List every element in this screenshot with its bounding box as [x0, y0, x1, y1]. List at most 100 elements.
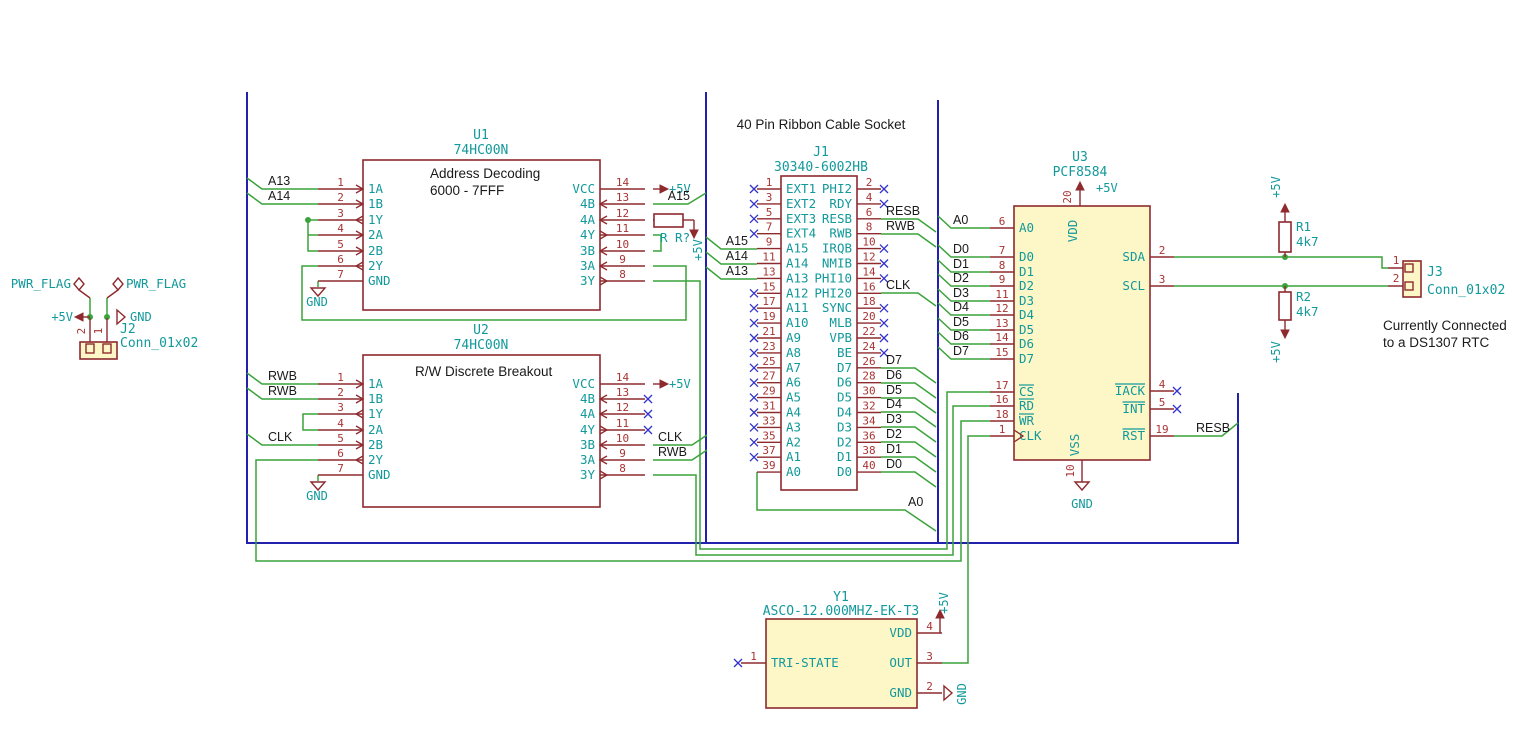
power-symbol-5v[interactable]: +5V [653, 377, 691, 391]
net-label[interactable]: D1 [886, 442, 902, 456]
wire[interactable] [255, 420, 990, 562]
wire[interactable] [881, 382, 937, 399]
net-label[interactable]: D4 [886, 397, 902, 411]
net-label[interactable]: A14 [726, 249, 748, 263]
wire[interactable] [881, 426, 937, 443]
wire[interactable] [756, 472, 937, 532]
wire[interactable] [942, 435, 990, 664]
wire[interactable] [653, 449, 708, 461]
net-label[interactable]: A13 [268, 174, 290, 188]
wire[interactable] [705, 251, 757, 265]
net-label[interactable]: A14 [268, 189, 290, 203]
wire[interactable] [301, 265, 687, 321]
net-label[interactable]: D2 [953, 271, 969, 285]
net-label[interactable]: D1 [953, 257, 969, 271]
wire[interactable] [937, 331, 990, 345]
net-label[interactable]: D2 [886, 427, 902, 441]
net-label[interactable]: D3 [886, 412, 902, 426]
net-label[interactable]: CLK [658, 430, 683, 444]
wire[interactable] [881, 218, 937, 233]
net-label[interactable]: RWB [886, 219, 915, 233]
wire[interactable] [246, 192, 318, 205]
power-symbol-gnd[interactable]: GND [116, 308, 152, 326]
wire[interactable] [246, 177, 318, 190]
net-label[interactable]: D0 [953, 242, 969, 256]
net-label[interactable]: D6 [886, 368, 902, 382]
wire[interactable] [1174, 422, 1239, 437]
net-label[interactable]: CLK [268, 430, 293, 444]
power-symbol-5v[interactable]: +5V [51, 310, 90, 324]
net-label[interactable]: D0 [886, 457, 902, 471]
wire[interactable] [653, 434, 708, 446]
wire[interactable] [937, 259, 990, 273]
wire[interactable] [653, 405, 990, 556]
power-symbol-5v[interactable]: +5V [935, 592, 951, 628]
wire[interactable] [937, 317, 990, 331]
power-flag[interactable]: PWR_FLAG [106, 276, 186, 299]
net-label[interactable]: RWB [268, 369, 297, 383]
net-label[interactable]: A0 [953, 213, 968, 227]
power-symbol-gnd[interactable]: GND [943, 683, 969, 705]
power-symbol-gnd[interactable]: GND [306, 481, 328, 503]
wire[interactable] [881, 456, 937, 473]
wire[interactable] [1174, 256, 1388, 269]
wire[interactable] [881, 471, 937, 488]
power-symbol-5v[interactable]: +5V [1075, 180, 1118, 200]
power-symbol-5v[interactable]: +5V [689, 220, 705, 261]
pin-number: 13 [616, 191, 629, 204]
net-label[interactable]: D7 [886, 353, 902, 367]
wire[interactable] [937, 288, 990, 302]
wire[interactable] [246, 372, 318, 385]
wire[interactable] [881, 441, 937, 458]
wire[interactable] [937, 244, 990, 258]
wire[interactable] [302, 413, 318, 431]
wire[interactable] [653, 192, 707, 205]
net-label[interactable]: A13 [726, 264, 748, 278]
resistor-R?[interactable]: R R? [653, 213, 694, 245]
power-symbol-gnd[interactable]: GND [306, 287, 328, 309]
wire[interactable] [653, 234, 662, 252]
net-label[interactable]: RWB [658, 445, 687, 459]
wire[interactable] [937, 273, 990, 287]
power-symbol-5v[interactable]: +5V [653, 182, 691, 196]
wire[interactable] [881, 233, 937, 248]
net-label[interactable]: A15 [668, 189, 690, 203]
wire[interactable] [881, 397, 937, 414]
wire[interactable] [246, 387, 318, 400]
net-label[interactable]: D3 [953, 286, 969, 300]
net-label[interactable]: RESB [1196, 421, 1230, 435]
power-symbol-5v[interactable]: +5V [1269, 320, 1290, 363]
net-label[interactable]: D4 [953, 300, 969, 314]
net-label[interactable]: D5 [886, 383, 902, 397]
wire[interactable] [937, 346, 990, 360]
wire[interactable] [937, 215, 990, 229]
power-symbol-gnd[interactable]: GND [1071, 481, 1093, 511]
wire[interactable] [937, 302, 990, 316]
net-label[interactable]: D7 [953, 344, 969, 358]
wire[interactable] [881, 292, 937, 307]
wire[interactable] [653, 280, 990, 550]
net-label[interactable]: CLK [886, 278, 911, 292]
wire[interactable] [246, 433, 318, 446]
wire[interactable] [881, 411, 937, 428]
wire[interactable] [705, 266, 757, 280]
net-label[interactable]: RWB [268, 384, 297, 398]
wire[interactable] [705, 236, 757, 250]
net-label[interactable]: RESB [886, 204, 920, 218]
net-label[interactable]: D5 [953, 315, 969, 329]
power-symbol-5v[interactable]: +5V [1269, 176, 1290, 222]
net-label[interactable]: A0 [908, 495, 923, 509]
power-flag[interactable]: PWR_FLAG [11, 276, 91, 299]
net-label[interactable]: A15 [726, 234, 748, 248]
wire[interactable] [881, 367, 937, 384]
net-label[interactable]: D6 [953, 329, 969, 343]
